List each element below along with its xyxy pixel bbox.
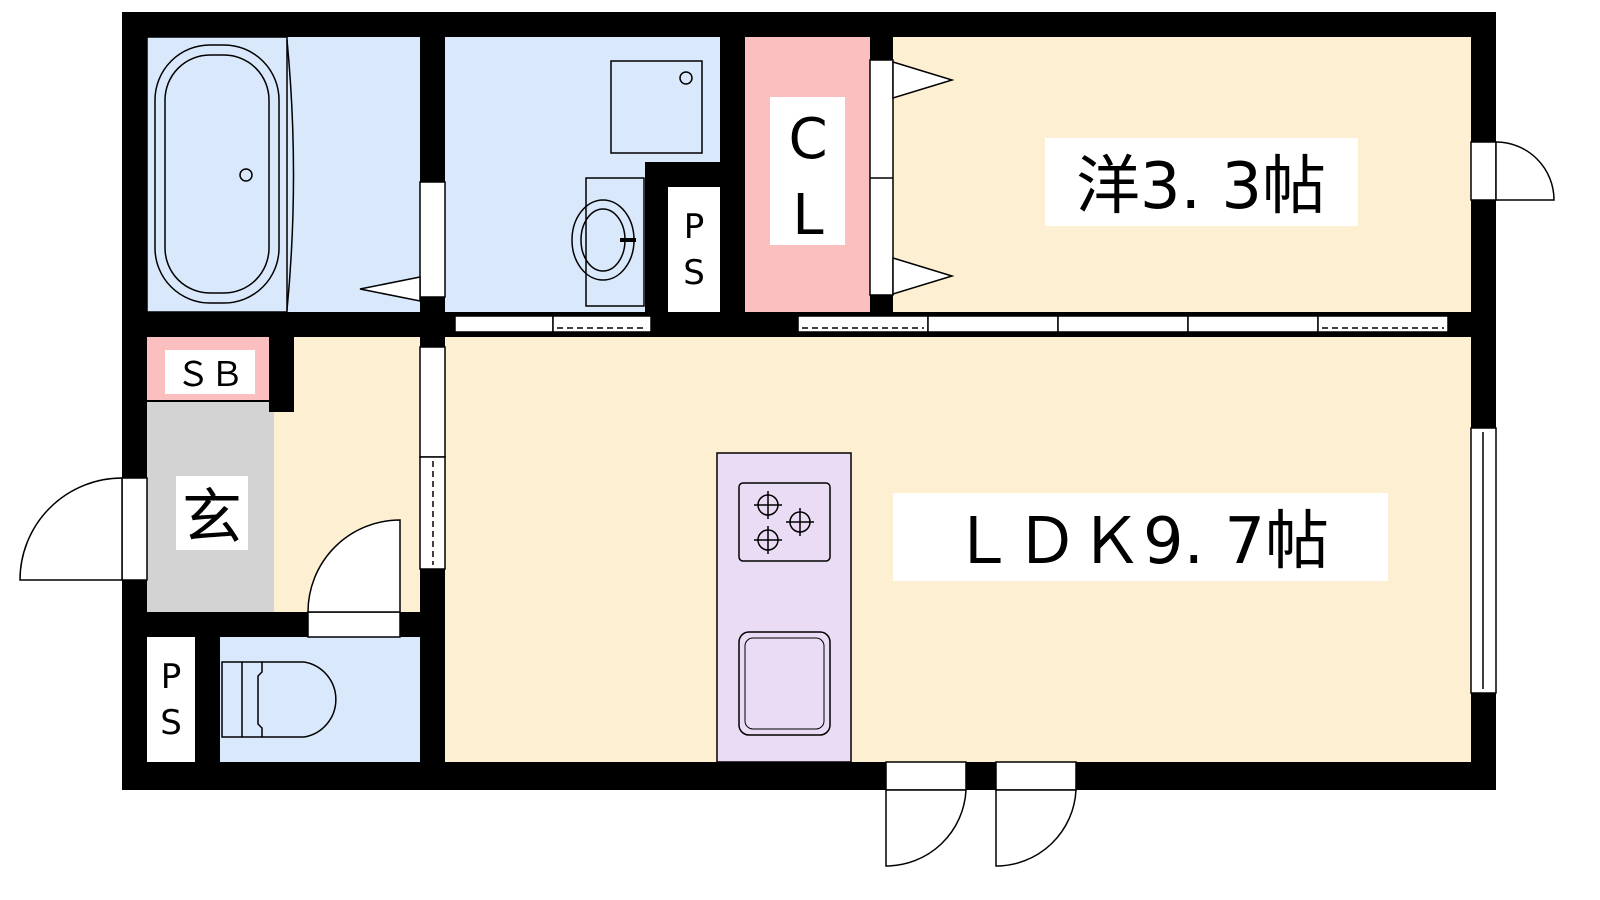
entrance-label: 玄 [182,483,242,553]
sink-icon [744,637,825,730]
pipe-space-top-wall-left [645,162,668,312]
ldk-window [1470,427,1497,694]
washroom-sliding-door [454,315,652,333]
stove-burner-icon [754,491,814,554]
ldk-entry-door [419,346,446,570]
pipe-space-bottom [147,637,195,762]
pipe-space-bottom-label-p: P [161,657,182,697]
western-room-label: 洋3. 3帖 [1076,150,1326,224]
pipe-space-top-label-p: P [684,207,705,247]
toilet-icon [221,661,337,738]
entrance-label-bg [176,476,248,550]
closet-label-c: C [788,107,827,172]
closet-door [869,59,955,296]
shoe-box-wall [269,337,294,412]
shoe-box-label: ＳＢ [176,355,244,395]
pipe-space-top-label-s: S [683,253,705,293]
western-room-label-bg [1045,138,1358,226]
western-room-sliding-door [797,315,1449,333]
bathroom-door [359,181,446,302]
shoe-box-label-bg [165,350,255,394]
toilet-room [220,637,420,762]
kitchen-counter [716,452,852,763]
ldk-label: ＬＤＫ9. 7帖 [951,505,1329,579]
western-room-window-door [1470,141,1555,201]
pipe-space-bottom-wall [195,637,220,762]
ldk-label-bg [893,493,1388,581]
bathtub-icon [146,36,295,313]
pipe-space-bottom-label-s: S [160,703,182,743]
balcony-door-left [885,761,967,867]
pipe-space-top [668,187,720,312]
toilet-room-door [307,519,401,638]
closet-label-l: L [792,183,823,248]
entrance-door [19,477,148,581]
washbasin-icon [571,177,645,307]
washing-machine-pan-icon [610,60,703,154]
closet-label-bg [770,97,845,245]
balcony-door-right [995,761,1077,867]
